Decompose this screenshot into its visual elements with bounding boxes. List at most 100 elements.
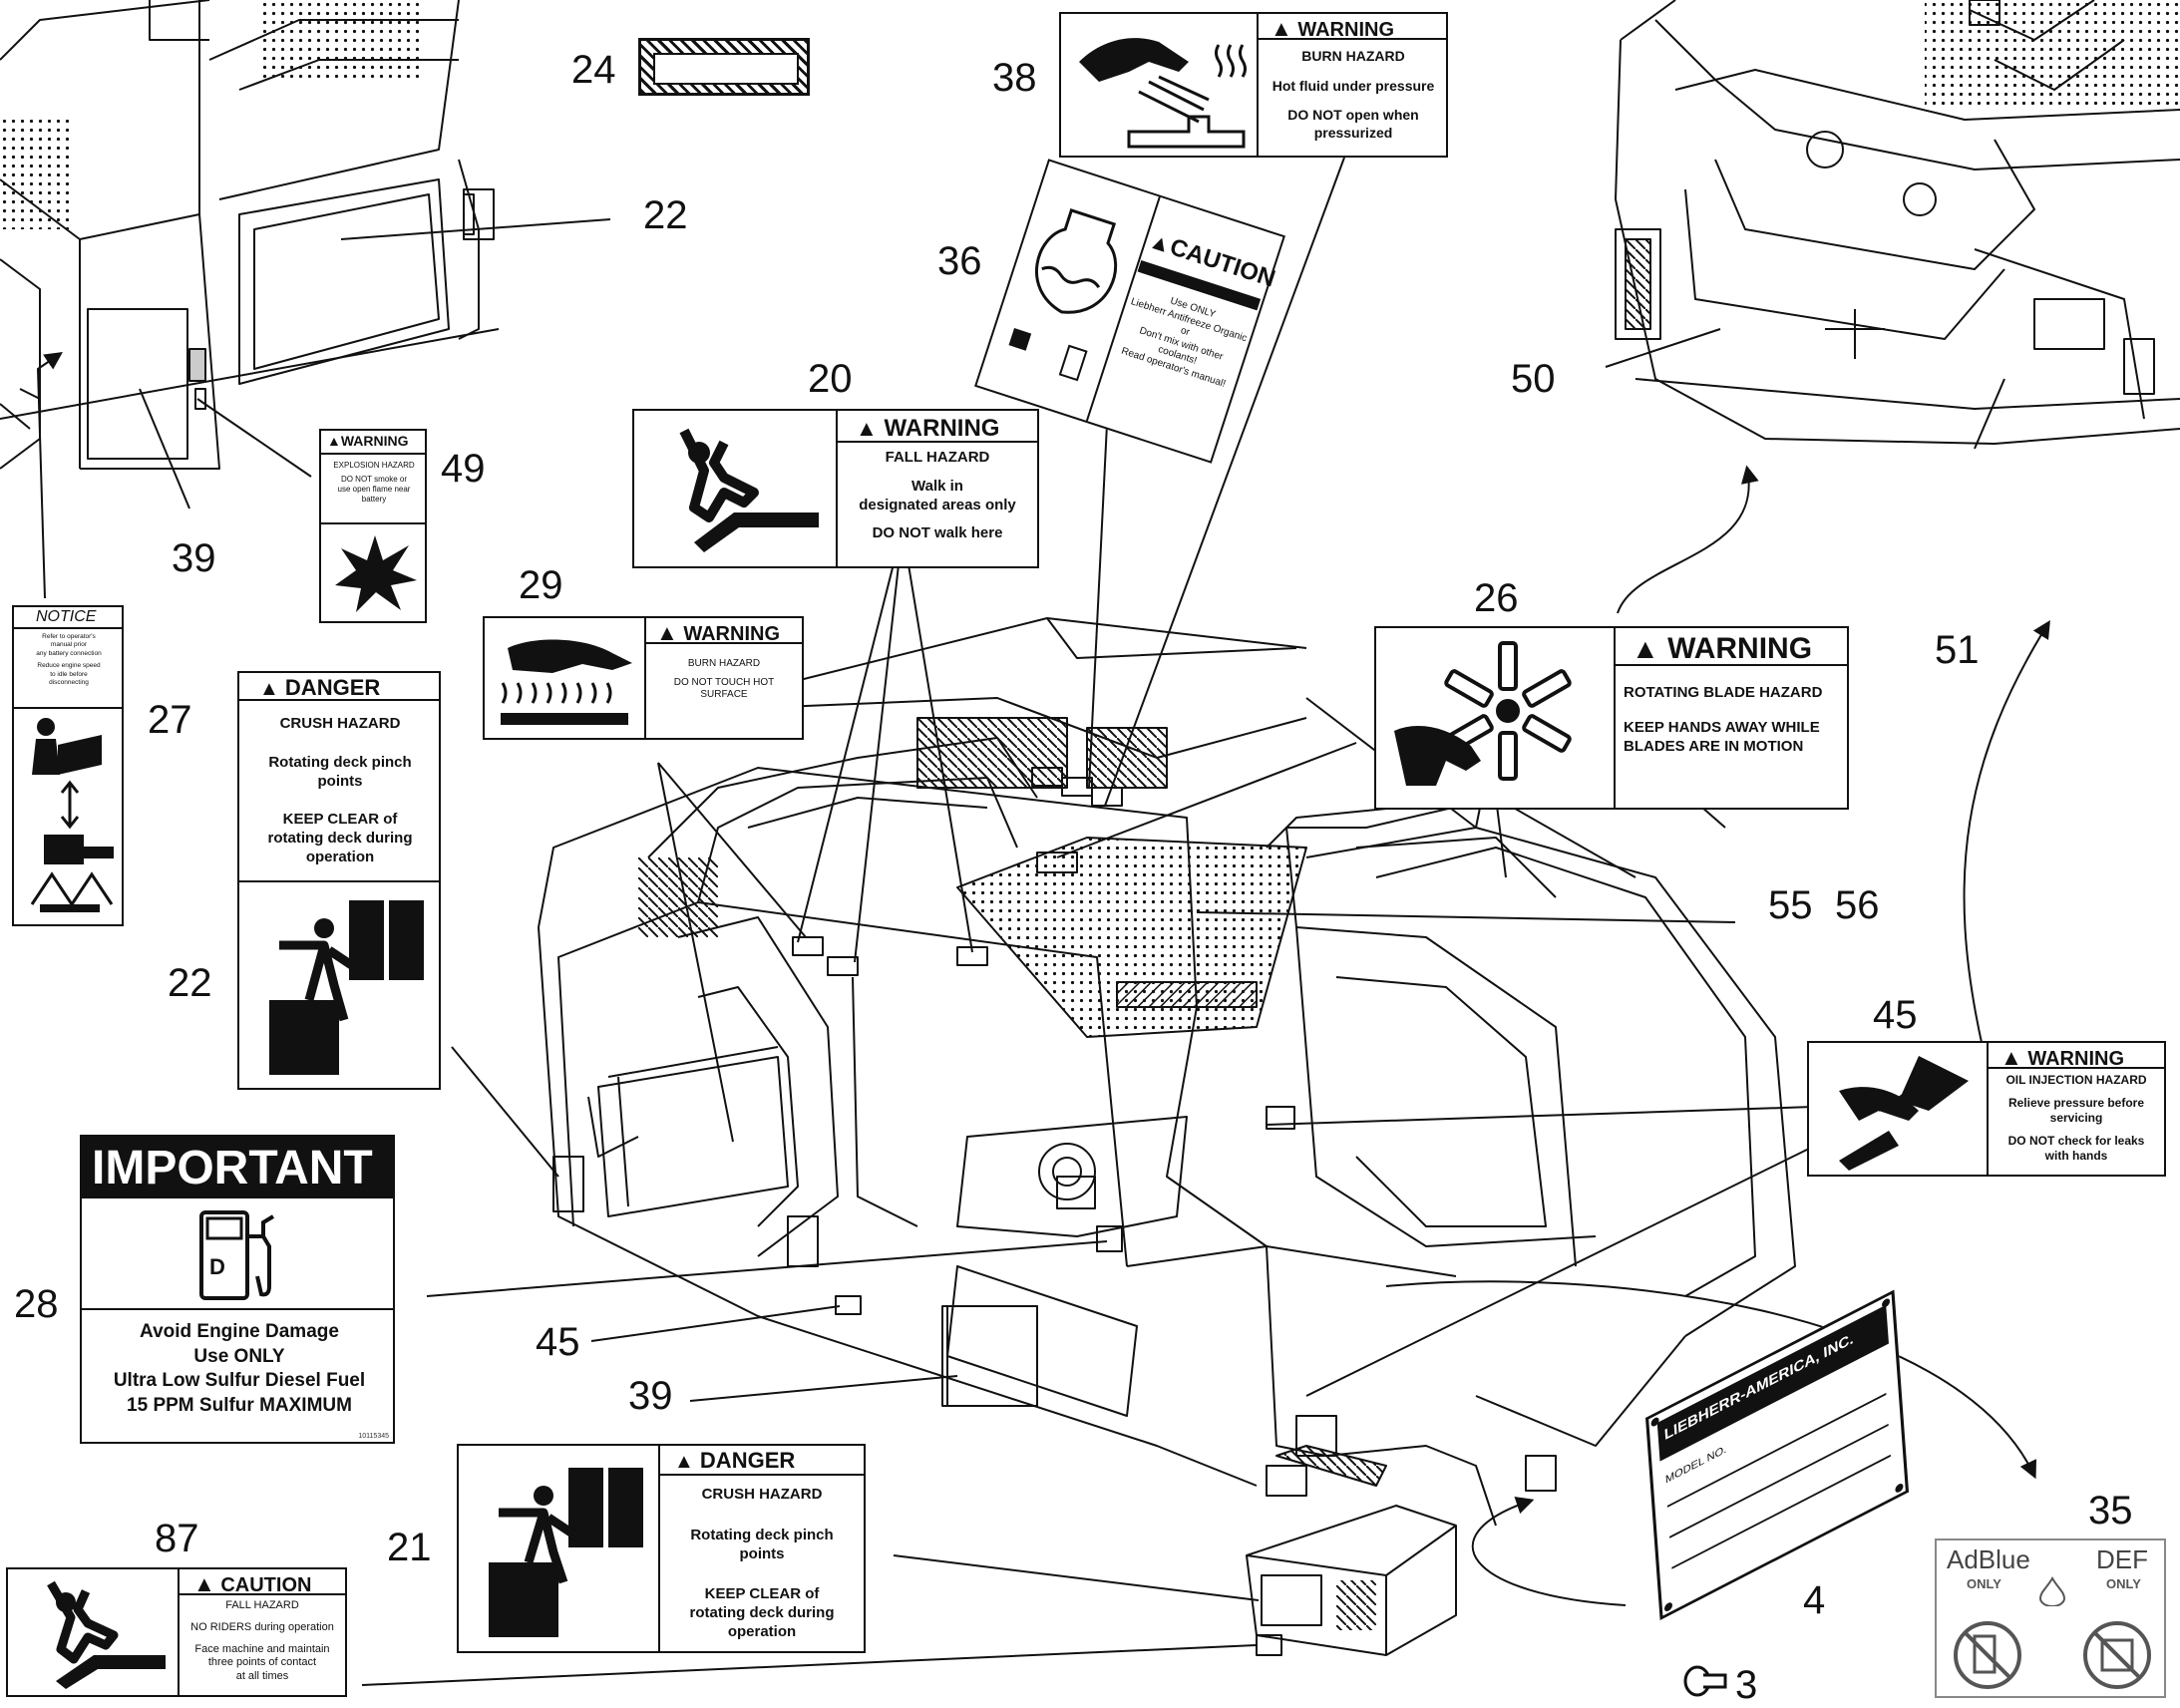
- d26-header: WARNING: [1667, 632, 1813, 665]
- d35-left-sub: ONLY: [1967, 1576, 2001, 1591]
- d29-line2: SURFACE: [700, 689, 748, 700]
- callout-35: 35: [2088, 1489, 2133, 1533]
- decal-87-no-riders: ▲ CAUTION FALL HAZARD NO RIDERS during o…: [6, 1567, 347, 1697]
- warning-triangle-icon: ▲: [656, 620, 678, 645]
- d27-line1: Refer to operator's: [42, 633, 96, 640]
- callout-51: 51: [1935, 628, 1980, 672]
- rivet-3-icon: [1683, 1665, 1727, 1697]
- d27-header: NOTICE: [36, 608, 97, 625]
- warning-triangle-icon: ▲: [2000, 1045, 2022, 1070]
- d49-line1: DO NOT smoke or: [340, 475, 408, 484]
- d87-hazard: FALL HAZARD: [225, 1599, 299, 1611]
- d21-header: DANGER: [699, 1448, 796, 1473]
- callout-20: 20: [808, 357, 853, 401]
- callout-55: 55: [1768, 883, 1813, 927]
- d28-line2: Use ONLY: [193, 1345, 285, 1367]
- hot-surface-hand-icon: [501, 639, 632, 725]
- d20-hazard: FALL HAZARD: [885, 449, 990, 466]
- oil-injection-hand-icon: [1839, 1056, 1969, 1171]
- warning-triangle-icon: ▲: [327, 433, 341, 449]
- d27-line6: disconnecting: [49, 679, 89, 687]
- d26-line1: KEEP HANDS AWAY WHILE: [1624, 718, 1820, 736]
- callout-22-top: 22: [643, 193, 688, 237]
- d45-header: WARNING: [2027, 1048, 2125, 1070]
- d21-line2: points: [739, 1544, 785, 1562]
- main-machine-decal-locations: [552, 767, 1557, 1656]
- d20-line3: DO NOT walk here: [872, 524, 1003, 542]
- d27-line5: to idle before: [50, 670, 88, 678]
- d22-line4: rotating deck during: [267, 830, 413, 847]
- warning-triangle-icon: ▲: [1271, 16, 1292, 41]
- d28-line1: Avoid Engine Damage: [140, 1321, 339, 1342]
- d38-line3: pressurized: [1313, 124, 1393, 141]
- coolant-tank-icon: [1008, 208, 1118, 382]
- no-fuel-prohibition-icon: [2083, 1621, 2151, 1689]
- d22-line5: operation: [305, 848, 375, 865]
- callout-3: 3: [1735, 1663, 1758, 1707]
- d29-hazard: BURN HAZARD: [687, 658, 761, 669]
- d38-header: WARNING: [1297, 19, 1395, 41]
- d28-header: IMPORTANT: [92, 1142, 373, 1195]
- decal-20-fall-hazard: ▲ WARNING FALL HAZARD Walk in designated…: [632, 409, 1039, 568]
- d45-line2: servicing: [2049, 1111, 2103, 1125]
- d49-line2: use open flame near: [337, 485, 411, 494]
- callout-39-top: 39: [172, 536, 216, 580]
- d27-line2: manual prior: [50, 641, 88, 649]
- decal-22-crush-hazard: ▲ DANGER CRUSH HAZARD Rotating deck pinc…: [237, 671, 441, 1090]
- explosion-icon: [335, 535, 417, 612]
- d21-line3: KEEP CLEAR of: [704, 1585, 820, 1603]
- d87-header: CAUTION: [220, 1574, 312, 1596]
- d20-line2: designated areas only: [859, 496, 1016, 513]
- d87-line2: Face machine and maintain: [194, 1642, 330, 1655]
- d22-line3: KEEP CLEAR of: [282, 811, 398, 829]
- callout-4: 4: [1803, 1578, 1826, 1622]
- no-diesel-prohibition-icon: [1954, 1621, 2021, 1689]
- d49-hazard: EXPLOSION HAZARD: [333, 461, 415, 470]
- d26-hazard: ROTATING BLADE HAZARD: [1624, 684, 1823, 701]
- d49-header: WARNING: [340, 433, 409, 449]
- d29-line1: DO NOT TOUCH HOT: [673, 676, 775, 688]
- caution-triangle-icon: ▲: [193, 1571, 215, 1596]
- d28-line3: Ultra Low Sulfur Diesel Fuel: [113, 1370, 366, 1392]
- callout-26: 26: [1474, 576, 1519, 620]
- decal-38-burn-hazard: ▲ WARNING BURN HAZARD Hot fluid under pr…: [1059, 12, 1448, 158]
- callout-45-center: 45: [536, 1320, 580, 1364]
- d22-hazard: CRUSH HAZARD: [279, 715, 401, 732]
- d21-line4: rotating deck during: [689, 1604, 835, 1621]
- danger-triangle-icon: ▲: [259, 678, 279, 700]
- d20-line1: Walk in: [911, 477, 963, 495]
- callout-21: 21: [387, 1526, 432, 1569]
- d28-line4: 15 PPM Sulfur MAXIMUM: [127, 1395, 352, 1417]
- decal-21-crush-hazard: ▲ DANGER CRUSH HAZARD Rotating deck pinc…: [457, 1444, 866, 1653]
- callout-38: 38: [992, 56, 1037, 100]
- warning-triangle-icon: ▲: [1632, 633, 1659, 664]
- d22-header: DANGER: [284, 675, 381, 700]
- fuel-pump-icon: [199, 1210, 275, 1300]
- callout-39-center: 39: [628, 1374, 673, 1418]
- d87-line1: NO RIDERS during operation: [190, 1620, 334, 1633]
- callout-29: 29: [519, 563, 563, 607]
- decal-26-rotating-blade: ▲ WARNING ROTATING BLADE HAZARD KEEP HAN…: [1374, 626, 1849, 810]
- decal-36-coolant-caution: ▲CAUTION Use ONLY Liebherr Antifreeze Or…: [974, 159, 1285, 464]
- decal-35-adblue-def: AdBlue ONLY DEF ONLY: [1935, 1538, 2166, 1698]
- d22-line2: points: [317, 772, 363, 790]
- d26-line2: BLADES ARE IN MOTION: [1624, 737, 1804, 755]
- d21-hazard: CRUSH HAZARD: [701, 1486, 823, 1503]
- hot-fluid-hand-icon: [1079, 38, 1247, 149]
- top-left-machine-view: [0, 0, 500, 470]
- d49-line3: battery: [361, 495, 387, 504]
- d87-line3: three points of contact: [207, 1656, 317, 1669]
- crush-pinch-icon: [489, 1468, 643, 1637]
- droplet-icon: [2038, 1576, 2066, 1606]
- danger-triangle-icon: ▲: [674, 1451, 694, 1473]
- decal-27-battery-notice: NOTICE Refer to operator's manual prior …: [12, 605, 124, 926]
- d28-fuel-letter: D: [209, 1254, 225, 1279]
- callout-87: 87: [155, 1517, 199, 1560]
- d21-line1: Rotating deck pinch: [690, 1526, 834, 1543]
- fan-blade-icon: [1394, 641, 1572, 786]
- d28-code: 10115345: [358, 1433, 389, 1440]
- decal-45-oil-injection: ▲ WARNING OIL INJECTION HAZARD Relieve p…: [1807, 1041, 2166, 1177]
- d45-hazard: OIL INJECTION HAZARD: [2005, 1073, 2147, 1087]
- d38-line2: DO NOT open when: [1287, 107, 1419, 123]
